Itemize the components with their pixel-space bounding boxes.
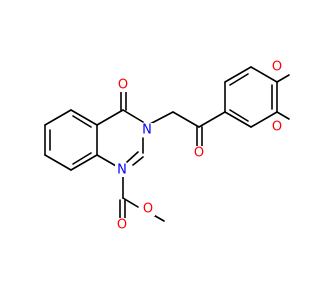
atom-o-ketone-ring: O [118,78,128,93]
benzodioxane-benzene-ring [224,66,278,128]
fused-benzene-ring [44,109,98,171]
diazine-ring [96,87,144,171]
atom-n-2: N [142,123,152,138]
atom-o-acyl: O [194,146,204,161]
molecule-svg: O N N O O O O O [44,59,290,233]
atom-n-3: N [117,163,127,178]
atom-o-dioxane-upper: O [272,60,282,75]
atom-labels: O N N O O O O O [115,60,284,233]
atom-o-ester-ether: O [143,202,153,217]
atom-o-ester-carbonyl: O [117,218,127,233]
molecule-structure-diagram: O N N O O O O O [44,59,290,233]
dioxane-ring [276,74,290,120]
acyl-linker [149,111,226,149]
atom-o-dioxane-lower: O [272,120,282,135]
